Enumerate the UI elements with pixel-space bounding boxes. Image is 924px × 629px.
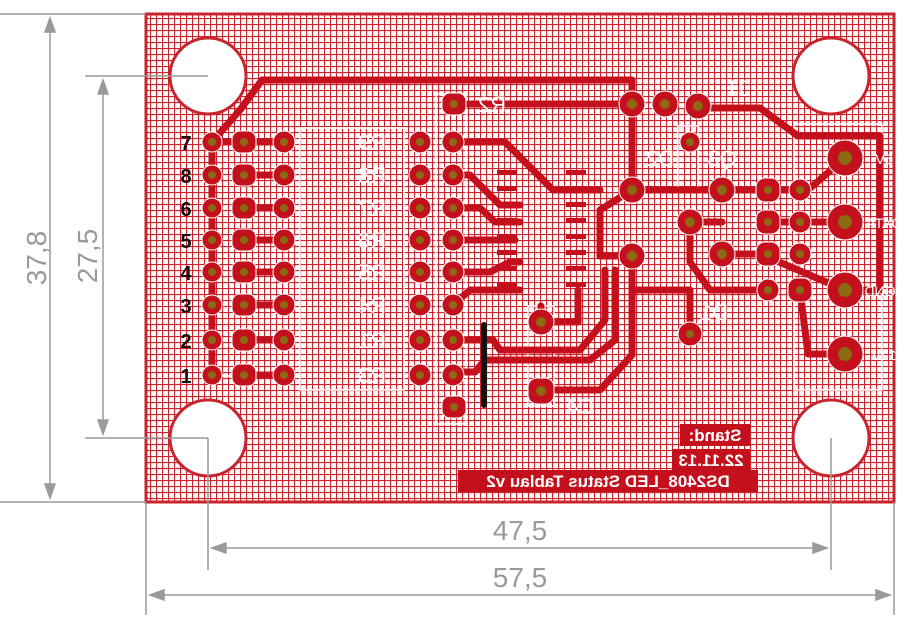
mounting-hole-top-right bbox=[791, 36, 871, 116]
connector-label-data: DATA bbox=[866, 215, 902, 231]
dimension-board-width: 57,5 bbox=[493, 562, 548, 593]
dimension-lines bbox=[0, 13, 895, 615]
ic-footprint bbox=[497, 170, 586, 287]
dimension-hole-spacing-y: 27,5 bbox=[72, 229, 103, 284]
marking-date-box bbox=[672, 449, 750, 471]
pin-number: 7 bbox=[180, 133, 191, 155]
marking-title: DS2408_LED Status Tablau v2 bbox=[486, 472, 729, 491]
pin-number: 3 bbox=[180, 296, 191, 318]
pin-numbers: 7 8 6 5 4 3 2 1 bbox=[180, 133, 192, 388]
marking-title-box bbox=[458, 470, 758, 492]
pin-number: 8 bbox=[180, 166, 191, 188]
label-d1: D1 bbox=[700, 300, 728, 325]
pin-number: 5 bbox=[180, 231, 191, 253]
resistor-label: R3 bbox=[358, 363, 386, 388]
pin-number: 1 bbox=[180, 366, 191, 388]
connector-labels: 5V DATA GND 12V bbox=[864, 151, 901, 363]
pin-number: 6 bbox=[180, 199, 191, 221]
resistor-label: R5 bbox=[358, 260, 386, 285]
resistor-label: R1 bbox=[358, 328, 386, 353]
board-marking: Stand: 22.11.13 DS2408_LED Status Tablau… bbox=[458, 424, 758, 492]
dimension-hole-spacing-x: 47,5 bbox=[493, 515, 548, 546]
resistor-labels: R9 R8 R7 R6 R5 R4 R1 R3 bbox=[358, 130, 386, 388]
label-r2: R2 bbox=[478, 92, 506, 117]
label-j1: J1 bbox=[726, 76, 749, 101]
pin-number: 4 bbox=[180, 263, 192, 285]
connector-label-12v: 12V bbox=[871, 347, 897, 363]
label-c4: C4 bbox=[566, 394, 594, 419]
resistor-label: R8 bbox=[358, 163, 386, 188]
label-d2: D2 bbox=[646, 146, 674, 171]
marking-date: 22.11.13 bbox=[678, 451, 743, 470]
dimension-board-height: 37,8 bbox=[21, 231, 52, 286]
label-q3: Q3 bbox=[707, 146, 736, 171]
pad-drill-holes bbox=[208, 99, 852, 411]
resistor-label: R6 bbox=[358, 228, 386, 253]
resistor-label: R7 bbox=[358, 196, 386, 221]
marking-stand: Stand: bbox=[689, 426, 742, 445]
resistor-label: R4 bbox=[358, 293, 386, 318]
pin-number: 2 bbox=[180, 331, 191, 353]
resistor-label: R9 bbox=[358, 130, 386, 155]
connector-label-gnd: GND bbox=[864, 283, 895, 299]
marking-stand-box bbox=[680, 424, 750, 446]
connector-label-5v: 5V bbox=[875, 151, 893, 167]
